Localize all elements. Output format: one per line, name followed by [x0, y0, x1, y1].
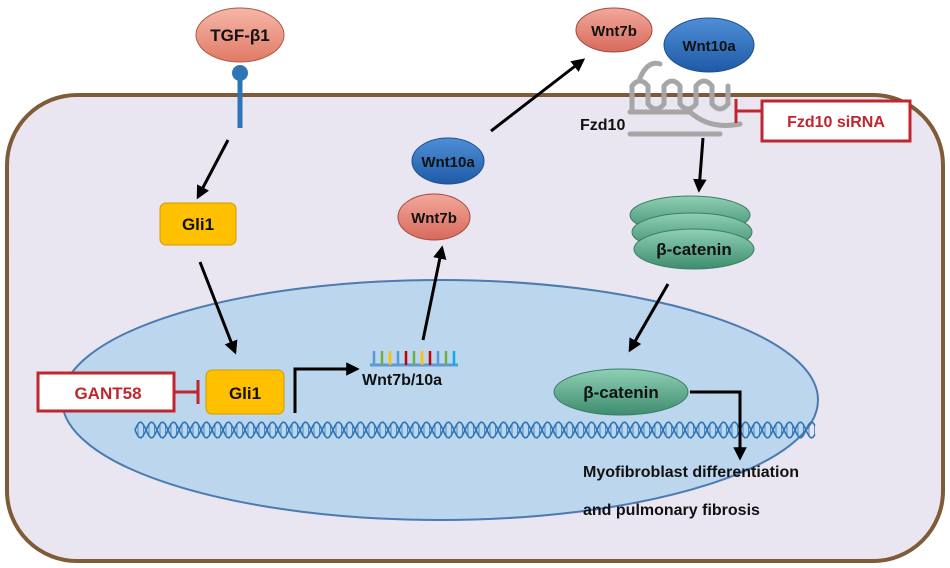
tgf-beta1-ligand: TGF-β1: [195, 7, 285, 63]
receptor-icon: [232, 65, 248, 128]
dna-strand: [134, 421, 816, 439]
arrow-to-outcome: [690, 390, 747, 461]
dna-icon: [134, 421, 816, 439]
arrow-receptor-to-gli1: [196, 139, 230, 200]
arrow-fzd-to-catenin: [693, 137, 707, 193]
wnt7b-extracellular-label: Wnt7b: [591, 23, 637, 40]
gene-bars-icon: [370, 351, 458, 367]
gli1-cytoplasm-label: Gli1: [182, 215, 214, 234]
outcome-line1: Myofibroblast differentiation: [583, 464, 799, 481]
wnt10a-cytoplasm-label: Wnt10a: [421, 154, 475, 171]
wnt7b-extracellular: Wnt7b: [575, 7, 653, 53]
gli1-nucleus-label: Gli1: [229, 384, 261, 403]
wnt10a-extracellular: Wnt10a: [663, 17, 755, 73]
wnt7b-cytoplasm-label: Wnt7b: [411, 210, 457, 227]
gant58-inhibitor: GANT58: [36, 371, 200, 413]
beta-catenin-cytoplasm: β-catenin: [629, 195, 755, 270]
gli1-cytoplasm-box: Gli1: [159, 202, 237, 246]
arrow-catenin-to-nucleus: [628, 283, 670, 353]
wnt7b-cytoplasm: Wnt7b: [397, 193, 471, 241]
beta-catenin-nucleus-label: β-catenin: [583, 383, 659, 402]
fzd10-label: Fzd10: [580, 117, 625, 134]
wnt10a-extracellular-label: Wnt10a: [682, 38, 736, 55]
gli1-nucleus-box: Gli1: [205, 369, 285, 415]
tgf-beta1-label: TGF-β1: [210, 26, 269, 45]
outcome-line2: and pulmonary fibrosis: [583, 502, 760, 519]
gene-label: Wnt7b/10a: [362, 372, 442, 389]
fzd10-receptor-icon: [627, 60, 743, 137]
arrow-gene-to-wnt: [421, 245, 447, 341]
transcription-arrow: [293, 362, 360, 413]
arrow-gli1-to-nucleus: [198, 261, 238, 355]
beta-catenin-nucleus: β-catenin: [553, 368, 689, 416]
gant58-label: GANT58: [74, 384, 141, 403]
fzd10-sirna-label: Fzd10 siRNA: [787, 114, 885, 131]
fzd10-sirna-inhibitor: Fzd10 siRNA: [734, 99, 912, 143]
wnt10a-cytoplasm: Wnt10a: [411, 137, 485, 185]
arrow-secretion: [490, 58, 586, 133]
dna-strand: [134, 421, 816, 439]
beta-catenin-cytoplasm-label: β-catenin: [656, 240, 732, 259]
